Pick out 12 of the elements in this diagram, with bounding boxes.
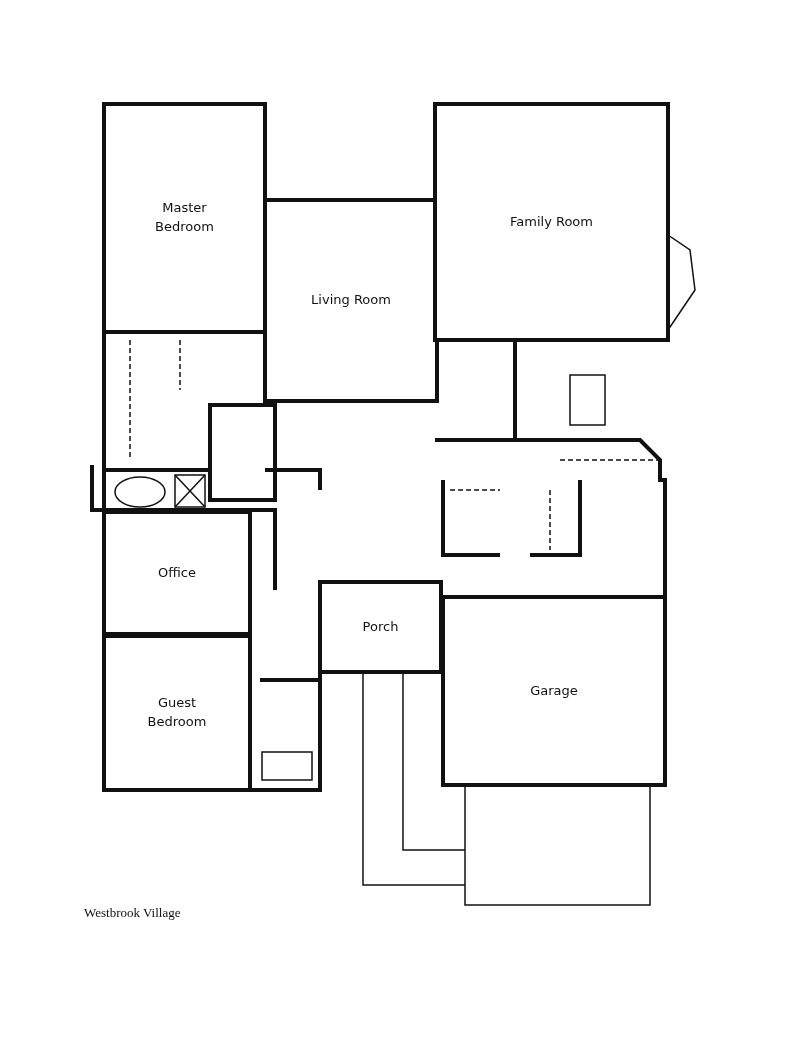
- room-label: Family Room: [510, 212, 593, 231]
- room-label: Master Bedroom: [154, 199, 215, 236]
- room: [263, 198, 439, 403]
- room: [102, 102, 267, 334]
- room: [433, 102, 670, 342]
- room-label: Garage: [530, 681, 578, 700]
- plan-note: Westbrook Village: [84, 905, 181, 921]
- room-label: Guest Bedroom: [146, 694, 208, 731]
- room-label: Office: [158, 563, 196, 582]
- room-label: Porch: [362, 617, 399, 636]
- room: [441, 595, 667, 787]
- room-label: Living Room: [311, 291, 391, 310]
